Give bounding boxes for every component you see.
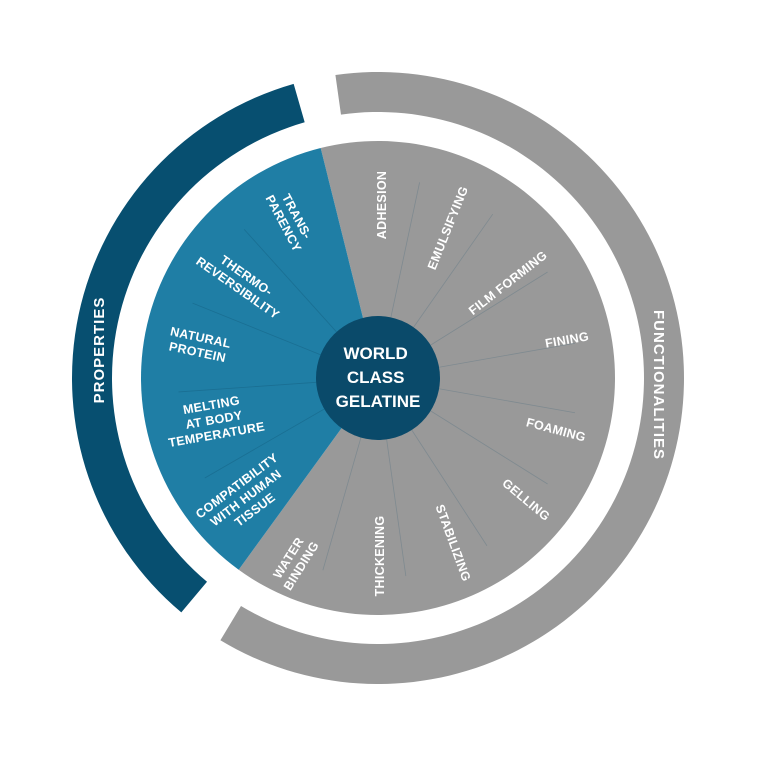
center-line: GELATINE <box>336 392 421 411</box>
functionalities-ring <box>220 72 684 685</box>
properties-ring-label: PROPERTIES <box>91 297 108 404</box>
sector-divider <box>178 381 317 393</box>
properties-sector <box>141 148 378 570</box>
center-line: CLASS <box>347 368 405 387</box>
sector-divider <box>438 342 576 368</box>
label-line: THICKENING <box>373 516 387 597</box>
sector-dividers <box>178 182 576 577</box>
sector-divider <box>390 182 420 318</box>
sector-divider <box>411 429 488 546</box>
functionalities-ring-label: FUNCTIONALITIES <box>650 310 667 460</box>
sector-divider <box>413 213 494 328</box>
center-title: WORLD CLASS GELATINE <box>336 344 421 411</box>
sector-divider <box>243 229 337 333</box>
sector-divider <box>322 437 362 571</box>
sector-divider <box>204 408 325 479</box>
functionality-label: ADHESION <box>375 171 389 239</box>
center-circle <box>316 316 440 440</box>
sector-divider <box>430 271 548 346</box>
label-line: ADHESION <box>375 171 389 239</box>
sector-divider <box>438 388 576 414</box>
sector-divider <box>192 302 321 356</box>
sector-divider <box>430 410 548 485</box>
functionality-label: THICKENING <box>373 516 387 597</box>
properties-ring <box>71 83 305 613</box>
sector-divider <box>386 439 407 577</box>
center-line: WORLD <box>344 344 408 363</box>
